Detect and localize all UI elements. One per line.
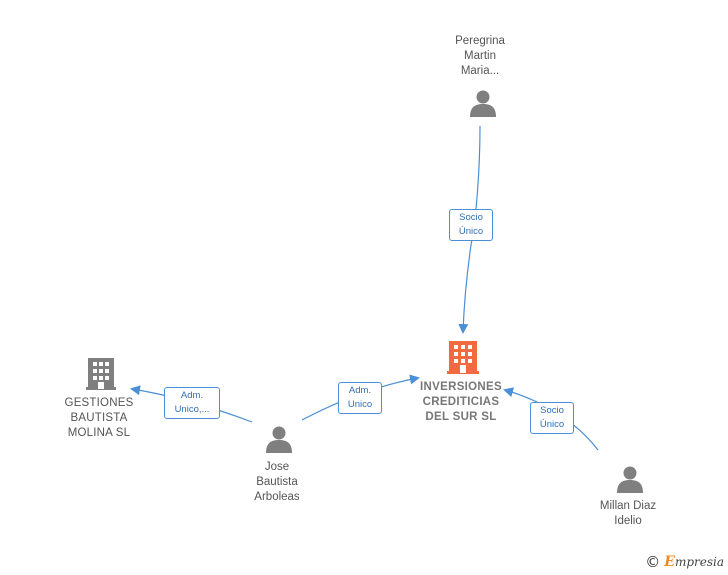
edge-label-jose-inversiones[interactable]: Adm. Unico [338,382,382,414]
edge-label-line: Único [539,419,565,430]
edge-label-line: Unico,... [174,404,210,415]
edge-label-peregrina-inversiones[interactable]: Socio Único [449,209,493,241]
edge-label-line: Socio [540,405,564,416]
node-label-line: DEL SUR SL [425,411,497,423]
edge-label-line: Adm. [180,390,204,401]
brand-name: mpresia [674,555,724,569]
node-label-jose[interactable]: Jose Bautista Arboleas [227,460,327,505]
node-label-peregrina[interactable]: Peregrina Martin Maria... [430,34,530,79]
node-label-line: Idelio [614,515,642,527]
edge-label-line: Único [458,226,484,237]
node-label-line: Martin [464,50,496,62]
edge-label-line: Unico [347,399,373,410]
person-icon[interactable] [470,90,496,118]
person-icon[interactable] [266,426,292,454]
copyright-icon: © [645,553,661,571]
node-label-line: Millan Diaz [599,500,657,512]
node-label-line: Maria... [460,65,500,77]
node-label-line: Bautista [256,476,298,488]
edge-label-jose-gestiones[interactable]: Adm. Unico,... [164,387,220,419]
person-icon[interactable] [617,466,643,494]
edge-label-line: Socio [459,212,483,223]
brand-initial: E [664,554,675,570]
node-label-millan[interactable]: Millan Diaz Idelio [578,499,678,529]
node-label-line: Peregrina [455,35,505,47]
brand-footer: © Empresia [645,553,724,571]
node-label-inversiones[interactable]: INVERSIONES CREDITICIAS DEL SUR SL [406,380,516,425]
node-label-gestiones[interactable]: GESTIONES BAUTISTA MOLINA SL [49,396,149,441]
node-label-line: Jose [264,461,290,473]
edge-peregrina-inversiones [458,125,481,334]
building-icon[interactable] [447,341,479,374]
node-label-line: INVERSIONES [420,381,502,393]
node-label-line: Arboleas [254,491,300,503]
node-label-line: GESTIONES [64,397,134,409]
brand-logo: Empresia [664,554,724,570]
edge-label-line: Adm. [348,385,372,396]
node-label-line: MOLINA SL [67,427,131,439]
node-label-line: BAUTISTA [70,412,128,424]
edge-label-millan-inversiones[interactable]: Socio Único [530,402,574,434]
node-label-line: CREDITICIAS [422,396,500,408]
building-icon[interactable] [86,358,116,390]
